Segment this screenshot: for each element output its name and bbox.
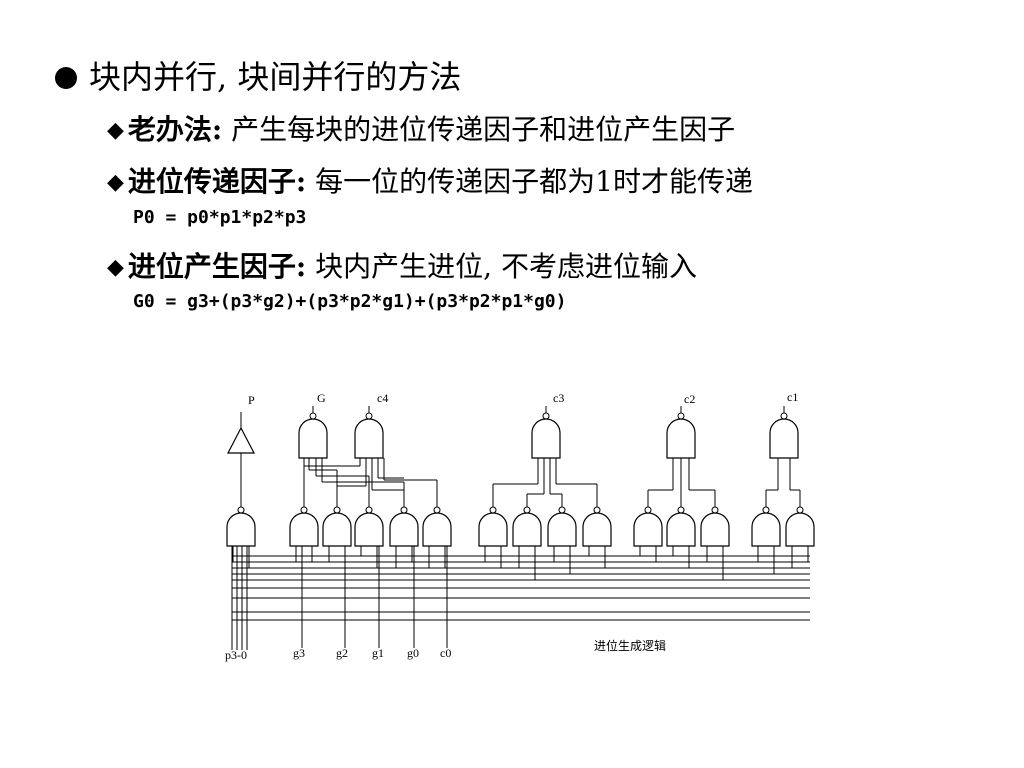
- inversion-bubble: [300, 506, 308, 514]
- g3-and-gate: [289, 506, 319, 547]
- bullet-label: 老办法:: [127, 113, 223, 146]
- bullet-item-old-method: ◆老办法: 产生每块的进位传递因子和进位产生因子: [107, 108, 735, 148]
- bullet-text: 每一位的传递因子都为1时才能传递: [306, 165, 753, 198]
- g-nand-gate: [298, 412, 328, 459]
- inversion-bubble: [711, 506, 719, 514]
- inversion-bubble: [796, 506, 804, 514]
- c1-term-gate-1: [751, 506, 781, 547]
- c1-term-gate-2: [785, 506, 815, 547]
- inversion-bubble: [762, 506, 770, 514]
- bullet-label: 进位产生因子:: [127, 250, 307, 283]
- output-label-c1: c1: [787, 390, 798, 404]
- diamond-bullet-icon: ◆: [107, 118, 124, 143]
- inversion-bubble: [644, 506, 652, 514]
- c2-nand-gate: [666, 412, 696, 459]
- c3-term-gate-3: [547, 506, 577, 547]
- c3-term-gate-4: [582, 506, 612, 547]
- input-label-p3-0: p3-0: [225, 648, 247, 662]
- input-label-c0: c0: [440, 646, 451, 660]
- output-label-c3: c3: [553, 391, 564, 405]
- circuit-gates: [226, 412, 815, 547]
- inversion-bubble: [333, 506, 341, 514]
- circuit-wires: [231, 406, 810, 650]
- diamond-bullet-icon: ◆: [107, 255, 124, 280]
- input-label-g0: g0: [407, 646, 419, 660]
- g0-and-gate: [389, 506, 419, 547]
- inversion-bubble: [677, 412, 685, 420]
- bullet-text: 块内产生进位, 不考虑进位输入: [306, 250, 697, 283]
- formula-g0: G0 = g3+(p3*g2)+(p3*p2*g1)+(p3*p2*p1*g0): [133, 291, 567, 312]
- g2-and-gate: [322, 506, 352, 547]
- output-label-g: G: [317, 391, 326, 405]
- inversion-bubble: [593, 506, 601, 514]
- inversion-bubble: [433, 506, 441, 514]
- heading: 块内并行, 块间并行的方法: [55, 52, 461, 98]
- inversion-bubble: [400, 506, 408, 514]
- output-label-c2: c2: [684, 392, 695, 406]
- c2-term-gate-1: [633, 506, 663, 547]
- diagram-caption: 进位生成逻辑: [594, 638, 666, 653]
- inversion-bubble: [365, 506, 373, 514]
- bullet-label: 进位传递因子:: [127, 165, 307, 198]
- inversion-bubble: [677, 506, 685, 514]
- inversion-bubble: [523, 506, 531, 514]
- diamond-bullet-icon: ◆: [107, 170, 124, 195]
- inversion-bubble: [309, 412, 317, 420]
- inversion-bubble: [542, 412, 550, 420]
- input-label-g3: g3: [293, 646, 305, 660]
- c3-term-gate-2: [512, 506, 542, 547]
- inversion-bubble: [558, 506, 566, 514]
- p-and-gate: [226, 506, 256, 547]
- bullet-item-propagate: ◆进位传递因子: 每一位的传递因子都为1时才能传递: [107, 160, 753, 200]
- inversion-bubble: [365, 412, 373, 420]
- c3-nand-gate: [531, 412, 561, 459]
- c0-and-gate: [422, 506, 452, 547]
- bullet-item-generate: ◆进位产生因子: 块内产生进位, 不考虑进位输入: [107, 245, 697, 285]
- c1-nand-gate: [769, 412, 799, 459]
- c3-term-gate-1: [478, 506, 508, 547]
- input-label-g1: g1: [372, 646, 384, 660]
- p-buffer-gate: [227, 426, 255, 454]
- heading-text: 块内并行, 块间并行的方法: [89, 58, 462, 96]
- bullet-text: 产生每块的进位传递因子和进位产生因子: [222, 113, 736, 146]
- c2-term-gate-2: [666, 506, 696, 547]
- c4-nand-gate: [354, 412, 384, 459]
- inversion-bubble: [237, 506, 245, 514]
- input-label-g2: g2: [336, 646, 348, 660]
- g1-and-gate: [354, 506, 384, 547]
- circuit-labels: P G c4 c3 c2 c1 p3-0 g3 g2 g1 g0 c0 进位生成…: [225, 390, 798, 662]
- output-label-p: P: [248, 393, 255, 407]
- c2-term-gate-3: [700, 506, 730, 547]
- formula-p0: P0 = p0*p1*p2*p3: [133, 207, 307, 228]
- inversion-bubble: [489, 506, 497, 514]
- output-label-c4: c4: [377, 391, 388, 405]
- inversion-bubble: [780, 412, 788, 420]
- bullet-circle-icon: [55, 67, 77, 89]
